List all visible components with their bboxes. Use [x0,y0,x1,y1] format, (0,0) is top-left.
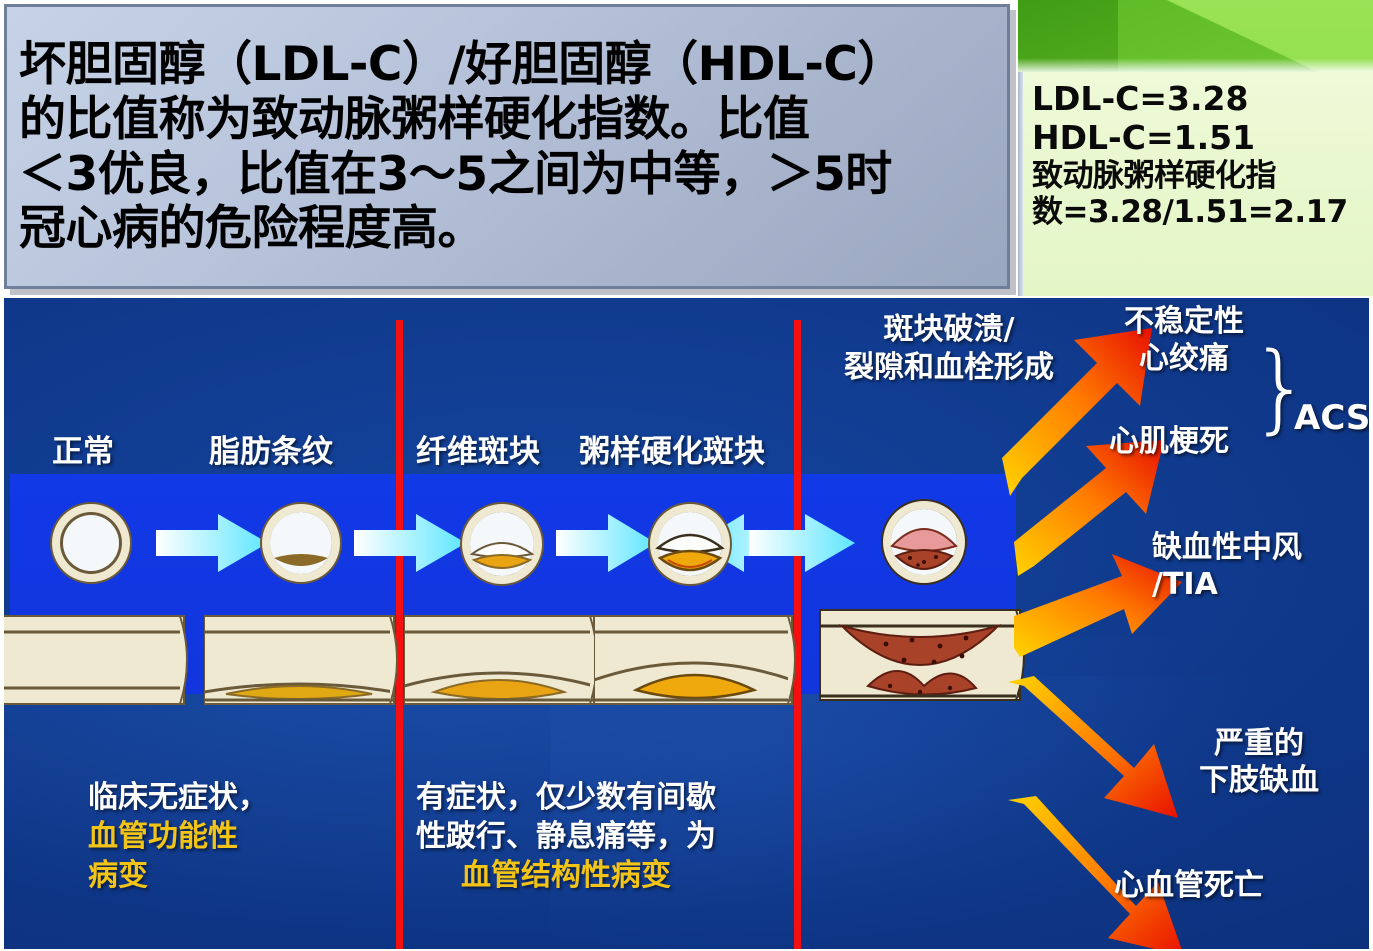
stage-divider-1 [396,320,403,949]
outcome-arrow-myocardial-infarction [1014,440,1164,576]
longitudinal-fatty-streak [204,615,398,705]
atherosclerosis-progression-diagram: 正常 脂肪条纹 纤维斑块 粥样硬化斑块 斑块破溃/ 裂隙和血栓形成 [4,298,1369,949]
longitudinal-normal [4,615,188,705]
atherogenic-index-label: 致动脉粥样硬化指 [1032,157,1277,194]
outcome-arrow-unstable-angina [1002,328,1152,496]
background-swoosh-secondary [550,675,1369,949]
desc-1-line-2: 血管功能性 [88,819,238,854]
cross-section-atheroma [648,502,732,586]
longitudinal-atheroma [594,615,796,705]
transition-arrow-2 [354,514,466,572]
hdl-c-value: HDL-C=1.51 [1032,117,1256,157]
stage-divider-2 [794,320,801,949]
outcome-label-cv-death: 心血管死亡 [1114,868,1264,903]
panel-left-edge [1018,72,1023,296]
outcome-arrow-ischemic-stroke [1014,554,1182,657]
atherogenic-index-value: 数=3.28/1.51=2.17 [1032,194,1348,231]
plaque-rupture-caption: 斑块破溃/ 裂隙和血栓形成 [844,312,1054,386]
outcome-arrow-limb-ischemia [1008,676,1178,818]
desc-1-line-3: 病变 [88,858,148,893]
stage-label-normal: 正常 [52,434,114,470]
green-header-banner [1018,0,1373,72]
cross-section-fatty-streak [260,502,342,584]
stage-label-fatty-streak: 脂肪条纹 [209,434,333,470]
outcome-label-unstable-angina: 不稳定性 心绞痛 [1124,304,1244,376]
outcome-label-myocardial-infarction: 心肌梗死 [1109,424,1229,459]
statement-body: 坏胆固醇（LDL-C）/好胆固醇（HDL-C） 的比值称为致动脉粥样硬化指数。比… [19,36,904,257]
cross-section-thrombus [881,499,967,585]
lab-values-panel: LDL-C=3.28 HDL-C=1.51 致动脉粥样硬化指 数=3.28/1.… [1018,0,1373,296]
outcome-label-ischemic-stroke: 缺血性中风 /TIA [1152,530,1302,602]
description-asymptomatic: 临床无症状， 血管功能性 病变 [88,778,268,895]
longitudinal-thrombus [819,609,1025,701]
outcome-arrow-cv-death [1008,796,1182,949]
ldl-c-value: LDL-C=3.28 [1032,79,1249,118]
cross-section-normal [50,502,132,584]
desc-2-line-1: 有症状，仅少数有间歇 [416,780,716,815]
cross-section-fibrous-plaque [460,502,544,586]
desc-2-line-3: 血管结构性病变 [461,858,671,893]
outcome-label-limb-ischemia: 严重的 下肢缺血 [1199,726,1319,798]
transition-arrow-3 [556,514,656,572]
acs-label: ACS [1294,398,1369,438]
stage-label-fibrous-plaque: 纤维斑块 [416,434,540,470]
longitudinal-fibrous-plaque [404,615,598,705]
transition-arrow-1 [156,514,268,572]
description-symptomatic: 有症状，仅少数有间歇 性跛行、静息痛等，为 血管结构性病变 [416,778,716,895]
lab-values-body: LDL-C=3.28 HDL-C=1.51 致动脉粥样硬化指 数=3.28/1.… [1018,72,1373,296]
desc-1-line-1: 临床无症状， [88,780,268,815]
desc-2-line-2: 性跛行、静息痛等，为 [416,819,716,854]
stage-label-atheroma: 粥样硬化斑块 [579,434,765,470]
header-glow [1018,58,1373,72]
acs-brace-icon: } [1250,332,1312,444]
transition-arrow-4 [749,514,855,572]
statement-text-box: 坏胆固醇（LDL-C）/好胆固醇（HDL-C） 的比值称为致动脉粥样硬化指数。比… [4,4,1010,289]
